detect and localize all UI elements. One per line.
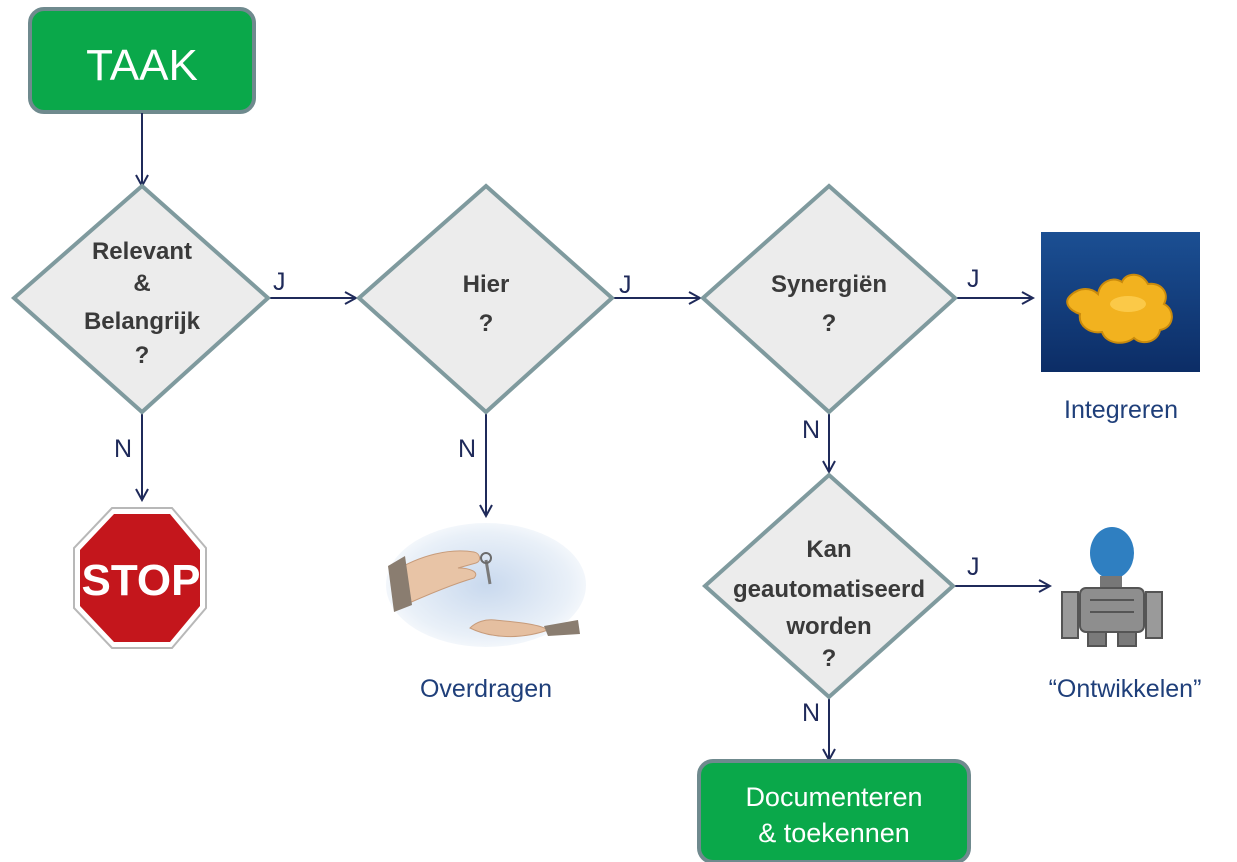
decision-synergien: Synergiën ? [700,183,958,415]
puzzle-piece-icon [1041,232,1200,372]
hands-key-icon [386,523,586,647]
edge-label-automatisering-yes: J [967,553,980,581]
decision-hier-line-1: Hier [463,271,510,298]
edge-label-automatisering-no: N [802,699,820,727]
edge-label-synergien-yes: J [967,265,980,293]
decision-automatisering: Kan geautomatiseerd worden ? [702,472,956,700]
edge-label-synergien-no: N [802,416,820,444]
start-box-label: TAAK [86,41,198,90]
start-box: TAAK [28,7,256,114]
decision-relevant-line-3: Belangrijk [84,308,201,335]
document-box-line-1: Documenteren [745,782,922,812]
edge-label-relevant-yes: J [273,268,286,296]
decision-relevant: Relevant & Belangrijk ? [10,183,271,415]
stop-sign-text: STOP [81,556,200,605]
decision-automatisering-line-2: geautomatiseerd [733,576,925,603]
edge-label-hier-no: N [458,435,476,463]
document-box-line-2: & toekennen [758,818,910,848]
decision-hier: Hier ? [355,183,615,415]
decision-hier-line-2: ? [479,310,494,337]
decision-synergien-line-2: ? [822,310,837,337]
decision-synergien-line-1: Synergiën [771,271,887,298]
decision-relevant-line-1: Relevant [92,238,192,265]
caption-integreren: Integreren [1064,396,1178,424]
decision-relevant-line-4: ? [135,342,150,369]
edge-label-relevant-no: N [114,435,132,463]
stop-sign-icon: STOP [73,507,207,649]
caption-overdragen: Overdragen [420,675,552,703]
decision-automatisering-line-4: ? [822,645,837,672]
connectors [142,113,1050,760]
decision-relevant-line-2: & [133,270,150,297]
document-box: Documenteren & toekennen [697,759,971,862]
decision-automatisering-line-3: worden [785,613,871,640]
caption-ontwikkelen: “Ontwikkelen” [1049,675,1202,703]
decision-automatisering-line-1: Kan [806,536,851,563]
robot-icon [1061,527,1163,647]
edge-label-hier-yes: J [619,271,632,299]
